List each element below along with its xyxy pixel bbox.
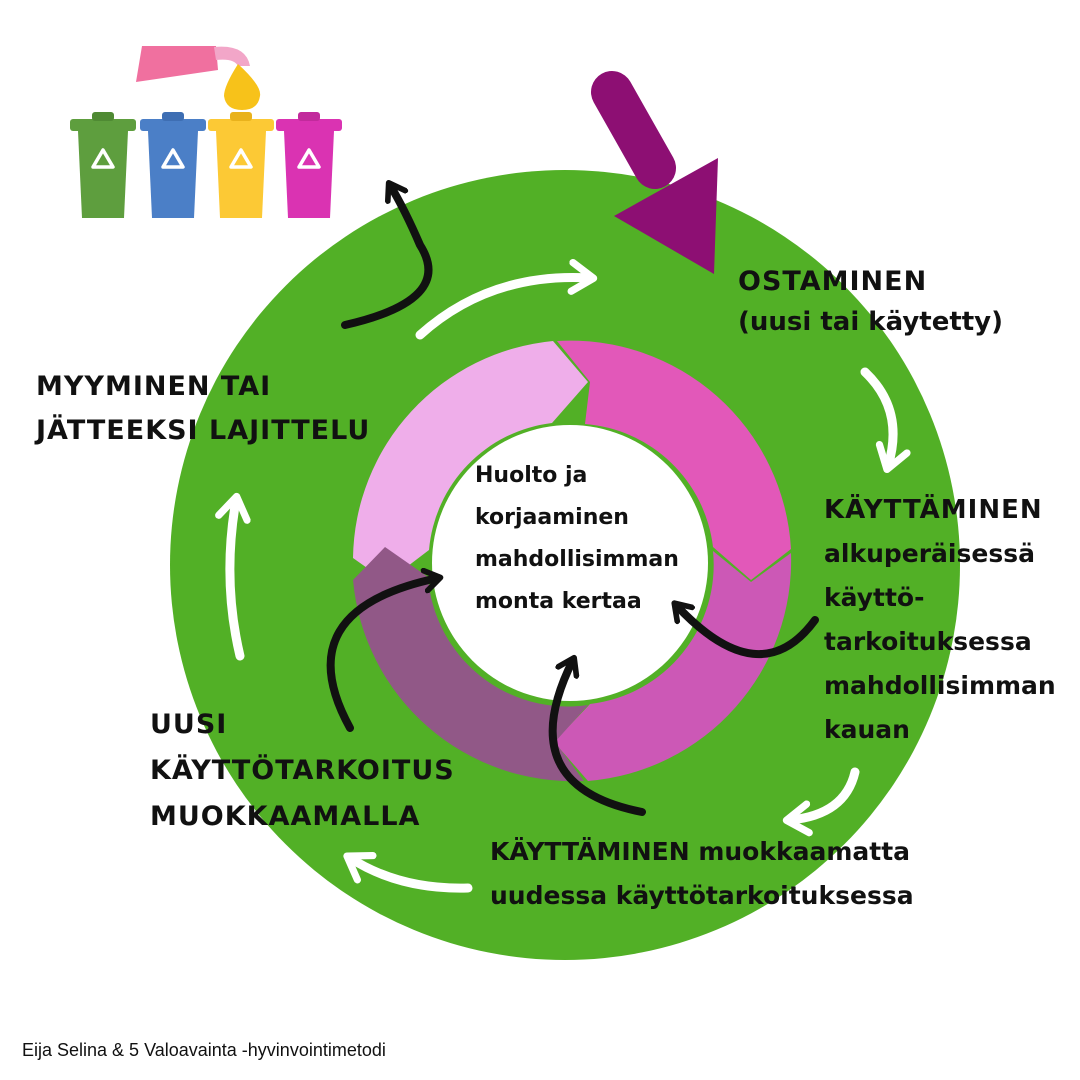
recycling-bins bbox=[70, 46, 342, 218]
recycling-bin-icon bbox=[140, 112, 206, 218]
recycling-bin-icon bbox=[70, 112, 136, 218]
recycling-bin-icon bbox=[208, 112, 274, 218]
segment-magenta bbox=[557, 340, 791, 580]
recycle-symbol-icon bbox=[297, 148, 321, 169]
label-using-original: KÄYTTÄMINEN alkuperäisessä käyttö- tarko… bbox=[824, 495, 1056, 744]
recycle-symbol-icon bbox=[229, 148, 253, 169]
credit-line: Eija Selina & 5 Valoavainta -hyvinvointi… bbox=[22, 1040, 386, 1060]
recycle-symbol-icon bbox=[161, 148, 185, 169]
curved-arrow-icon bbox=[326, 185, 819, 816]
label-using-unmodified: KÄYTTÄMINEN muokkaamatta uudessa käyttöt… bbox=[490, 837, 914, 910]
recycle-symbol-icon bbox=[91, 148, 115, 169]
segment-orchid bbox=[554, 551, 792, 781]
label-new-purpose: UUSI KÄYTTÖTARKOITUS MUOKKAAMALLA bbox=[150, 709, 455, 832]
pouring-tube-icon bbox=[136, 46, 218, 82]
label-buying: OSTAMINEN (uusi tai käytetty) bbox=[738, 266, 1004, 337]
white-flow-arrow-icon bbox=[215, 258, 911, 893]
center-hole bbox=[432, 425, 708, 701]
recycling-bin-icon bbox=[276, 112, 342, 218]
inner-cycle-ring bbox=[353, 340, 792, 782]
segment-plum bbox=[353, 547, 588, 782]
label-center: Huolto ja korjaaminen mahdollisimman mon… bbox=[475, 463, 679, 614]
label-selling: MYYMINEN TAI JÄTTEEKSI LAJITTELU bbox=[36, 371, 371, 446]
segment-light-pink bbox=[353, 341, 588, 582]
big-purple-arrow-icon bbox=[591, 71, 718, 274]
